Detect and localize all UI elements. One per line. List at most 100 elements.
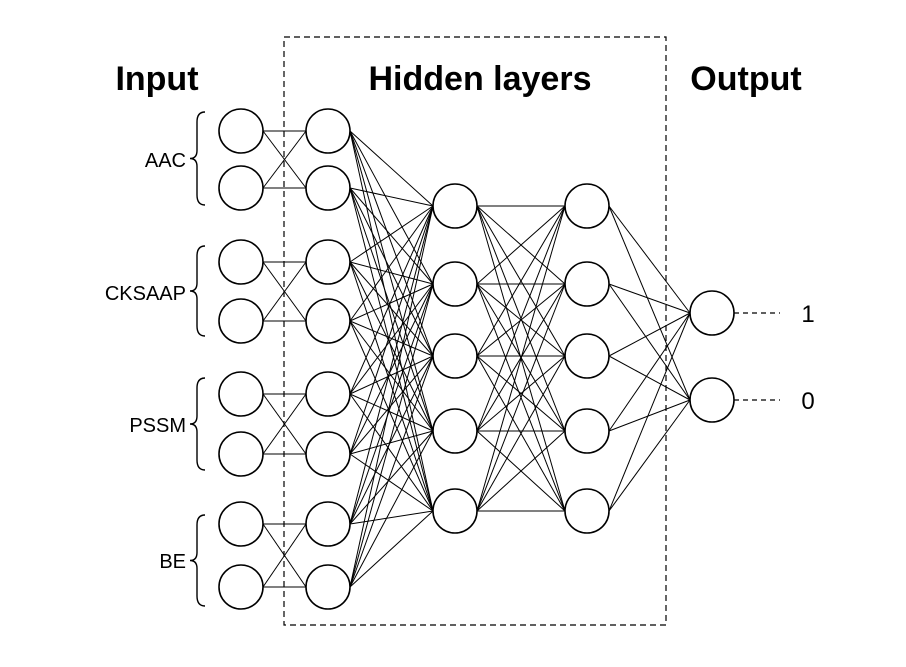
connection-layer-1 (349, 130, 434, 432)
connection-input-hidden1 (262, 130, 307, 189)
neuron-hidden-3-1 (564, 183, 610, 229)
feature-label-aac: AAC (145, 150, 186, 172)
connection-layer-1 (349, 430, 434, 455)
neuron-hidden-1-1 (305, 108, 351, 154)
feature-label-be: BE (159, 551, 186, 573)
connection-layer-1 (349, 130, 434, 512)
connection-layer-2 (476, 205, 566, 357)
connection-layer-2 (476, 283, 566, 512)
neuron-hidden-1-4 (305, 298, 351, 344)
neuron-input-5 (218, 371, 264, 417)
neuron-input-1 (218, 108, 264, 154)
neuron-input-6 (218, 431, 264, 477)
connection-layer-1 (349, 430, 434, 525)
neuron-hidden-1-5 (305, 371, 351, 417)
connection-layer-1 (349, 261, 434, 357)
output-label-0: 0 (801, 388, 814, 415)
neuron-hidden-1-3 (305, 239, 351, 285)
brace-pssm (189, 377, 206, 471)
connection-input-hidden1 (262, 523, 307, 588)
connection-layer-1 (349, 355, 434, 588)
neuron-hidden-3-5 (564, 488, 610, 534)
connection-layer-1 (349, 283, 434, 395)
connection-layer-1 (349, 283, 434, 455)
connection-input-hidden1 (262, 393, 307, 455)
connection-layer-3 (608, 283, 691, 314)
feature-label-cksaap: CKSAAP (105, 283, 186, 305)
connection-layer-3 (608, 205, 691, 401)
neuron-input-3 (218, 239, 264, 285)
connection-layer-1 (349, 355, 434, 395)
connection-layer-1 (349, 205, 434, 525)
connection-layer-1 (349, 130, 434, 207)
connection-layer-2 (476, 355, 566, 512)
connection-layer-2 (476, 205, 566, 285)
output-lines: 1 0 (734, 301, 815, 415)
connection-layer-1 (349, 130, 434, 357)
connection-layer-1 (349, 510, 434, 588)
connection-layer-1 (349, 187, 434, 207)
connection-layer-1 (349, 261, 434, 285)
connection-layer-1 (349, 187, 434, 357)
output-label-1: 1 (801, 301, 814, 328)
connection-layer-2 (476, 205, 566, 432)
connection-layer-3 (608, 312, 691, 432)
neuron-hidden-2-3 (432, 333, 478, 379)
connection-layer-2 (476, 355, 566, 432)
connection-layer-1 (349, 355, 434, 525)
feature-label-pssm: PSSM (129, 415, 186, 437)
neurons (218, 108, 735, 610)
connection-layer-3 (608, 205, 691, 314)
connection-layer-1 (349, 205, 434, 322)
connection-layer-3 (608, 399, 691, 432)
neuron-input-2 (218, 165, 264, 211)
connection-layer-1 (349, 393, 434, 432)
connection-layer-1 (349, 430, 434, 588)
connection-layer-3 (608, 312, 691, 512)
neuron-hidden-3-4 (564, 408, 610, 454)
output-title: Output (690, 60, 801, 98)
neuron-hidden-2-4 (432, 408, 478, 454)
neuron-output-1 (689, 290, 735, 336)
connection-layer-2 (476, 283, 566, 357)
neuron-hidden-2-2 (432, 261, 478, 307)
hidden-layers-box (283, 36, 667, 626)
feature-labels: AAC CKSAAP PSSM BE (105, 150, 186, 573)
connection-layer-1 (349, 205, 434, 263)
connection-layer-1 (349, 261, 434, 512)
neuron-input-8 (218, 564, 264, 610)
neuron-input-7 (218, 501, 264, 547)
neuron-hidden-3-2 (564, 261, 610, 307)
input-title: Input (115, 60, 198, 98)
connection-layer-1 (349, 283, 434, 588)
connection-layer-1 (349, 205, 434, 395)
neuron-output-2 (689, 377, 735, 423)
neuron-hidden-2-1 (432, 183, 478, 229)
neuron-hidden-2-5 (432, 488, 478, 534)
connection-layer-1 (349, 205, 434, 588)
connection-layer-1 (349, 261, 434, 432)
neuron-hidden-3-3 (564, 333, 610, 379)
connection-layer-1 (349, 205, 434, 455)
neuron-hidden-1-8 (305, 564, 351, 610)
connection-layer-1 (349, 283, 434, 322)
neuron-input-4 (218, 298, 264, 344)
neuron-hidden-1-2 (305, 165, 351, 211)
brace-be (189, 514, 206, 607)
connection-layer-2 (476, 205, 566, 512)
neuron-hidden-1-6 (305, 431, 351, 477)
connection-layer-3 (608, 312, 691, 357)
connection-layer-1 (349, 320, 434, 432)
connection-layer-1 (349, 283, 434, 525)
connection-layer-3 (608, 283, 691, 401)
connection-layer-1 (349, 320, 434, 512)
connection-input-hidden1 (262, 261, 307, 322)
connection-layer-1 (349, 453, 434, 512)
connection-layer-2 (476, 430, 566, 512)
neuron-hidden-1-7 (305, 501, 351, 547)
hidden-layers-title: Hidden layers (369, 60, 592, 98)
connections (262, 130, 691, 588)
brace-aac (189, 111, 206, 206)
feature-braces (189, 111, 206, 607)
